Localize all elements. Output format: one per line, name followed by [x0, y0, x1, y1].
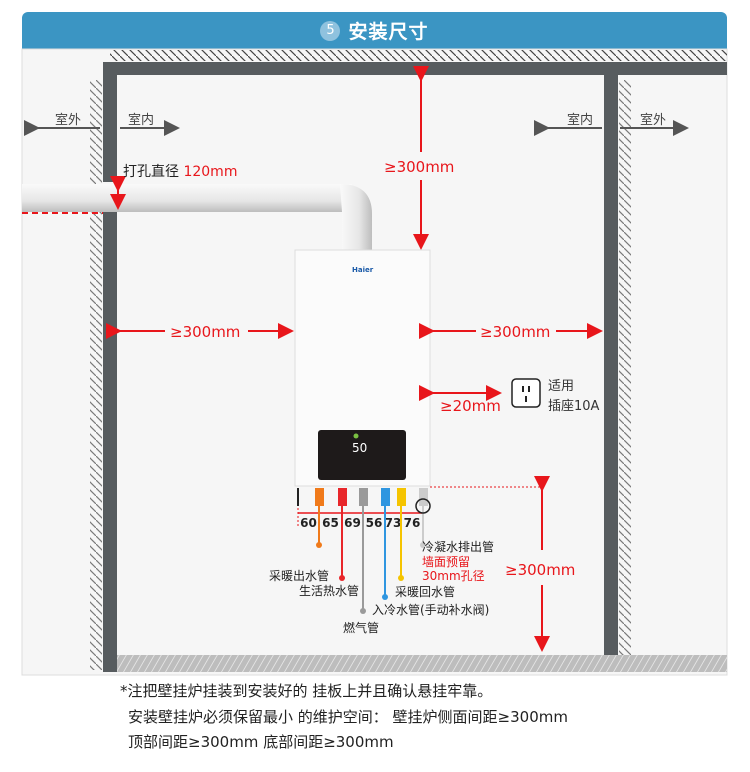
left-wall-upper [103, 62, 117, 182]
pipe-5 [419, 488, 428, 506]
condensate-note: 墙面预留 [422, 555, 470, 569]
pipe-spacing-label: 65 [322, 516, 339, 530]
pipe-label: 采暖回水管 [395, 584, 455, 599]
pipe-spacing-label: 76 [404, 516, 421, 530]
flue-pipe-horizontal [22, 184, 352, 212]
left-clearance: ≥300mm [106, 323, 294, 341]
section-title: 安装尺寸 [348, 21, 429, 43]
pipe-marker [360, 608, 366, 614]
bottom-clearance: ≥300mm [505, 561, 575, 579]
indoor-outdoor-right: 室内 室外 [534, 112, 689, 136]
condensate-highlight [415, 498, 431, 514]
pipe-1 [338, 488, 347, 506]
floor [117, 655, 727, 672]
condensate-note: 30mm孔径 [422, 569, 485, 583]
flue-pipe-elbow [340, 184, 372, 250]
pipe-marker [382, 594, 388, 600]
note-line-3: 顶部间距≥300mm 底部间距≥300mm [128, 733, 394, 751]
svg-text:适用: 适用 [548, 379, 574, 394]
svg-text:室内: 室内 [128, 112, 154, 128]
right-wall [604, 62, 618, 672]
boiler: Haier 50 [294, 249, 431, 487]
svg-text:室外: 室外 [640, 112, 666, 128]
pipe-marker [398, 575, 404, 581]
svg-text:≥300mm: ≥300mm [170, 323, 240, 341]
socket-clearance: ≥20mm 适用 插座10A [419, 378, 600, 415]
svg-text:50: 50 [352, 441, 367, 455]
pipe-spacing-label: 60 [300, 516, 317, 530]
pipe-marker [339, 575, 345, 581]
ceiling-wall [103, 62, 727, 75]
note-line-2: 安装壁挂炉必须保留最小 的维护空间： 壁挂炉侧面间距≥300mm [128, 708, 568, 726]
brand-logo: Haier [352, 266, 374, 274]
hole-label: 打孔直径 120mm [123, 163, 237, 180]
left-wall-lower [103, 212, 117, 672]
pipe-4 [397, 488, 406, 506]
pipe-label: 燃气管 [343, 620, 379, 635]
pipe-label: 采暖出水管 [269, 568, 329, 583]
pipe-label: 入冷水管(手动补水阀) [372, 602, 489, 617]
pipe-spacing-label: 69 [344, 516, 361, 530]
right-clearance: ≥300mm [419, 323, 603, 341]
pipe-spacing-label: 56 [366, 516, 383, 530]
pipe-marker [316, 542, 322, 548]
svg-text:插座10A: 插座10A [548, 399, 600, 414]
ceiling-hatch [110, 50, 727, 61]
pipe-label: 冷凝水排出管 [422, 539, 494, 554]
right-wall-hatch [619, 80, 631, 670]
pipe-3 [381, 488, 390, 506]
step-number: 5 [320, 20, 341, 41]
left-wall-hatch [90, 80, 102, 670]
pipe-0 [315, 488, 324, 506]
pipe-label: 生活热水管 [299, 583, 359, 598]
svg-text:≥20mm: ≥20mm [440, 397, 501, 415]
section-header: 5 安装尺寸 [22, 12, 727, 49]
top-clearance: ≥300mm [384, 158, 454, 176]
svg-text:室内: 室内 [567, 112, 593, 128]
note-line-1: *注把壁挂炉挂装到安装好的 挂板上并且确认悬挂牢靠。 [120, 682, 493, 700]
svg-text:室外: 室外 [55, 112, 81, 128]
boiler-display [318, 430, 406, 480]
indoor-outdoor-left: 室外 室内 [24, 112, 180, 136]
pipe-2 [359, 488, 368, 506]
pipe-marker [420, 542, 426, 548]
socket-icon [511, 378, 541, 408]
svg-text:≥300mm: ≥300mm [480, 323, 550, 341]
pipe-spacing-label: 73 [385, 516, 402, 530]
